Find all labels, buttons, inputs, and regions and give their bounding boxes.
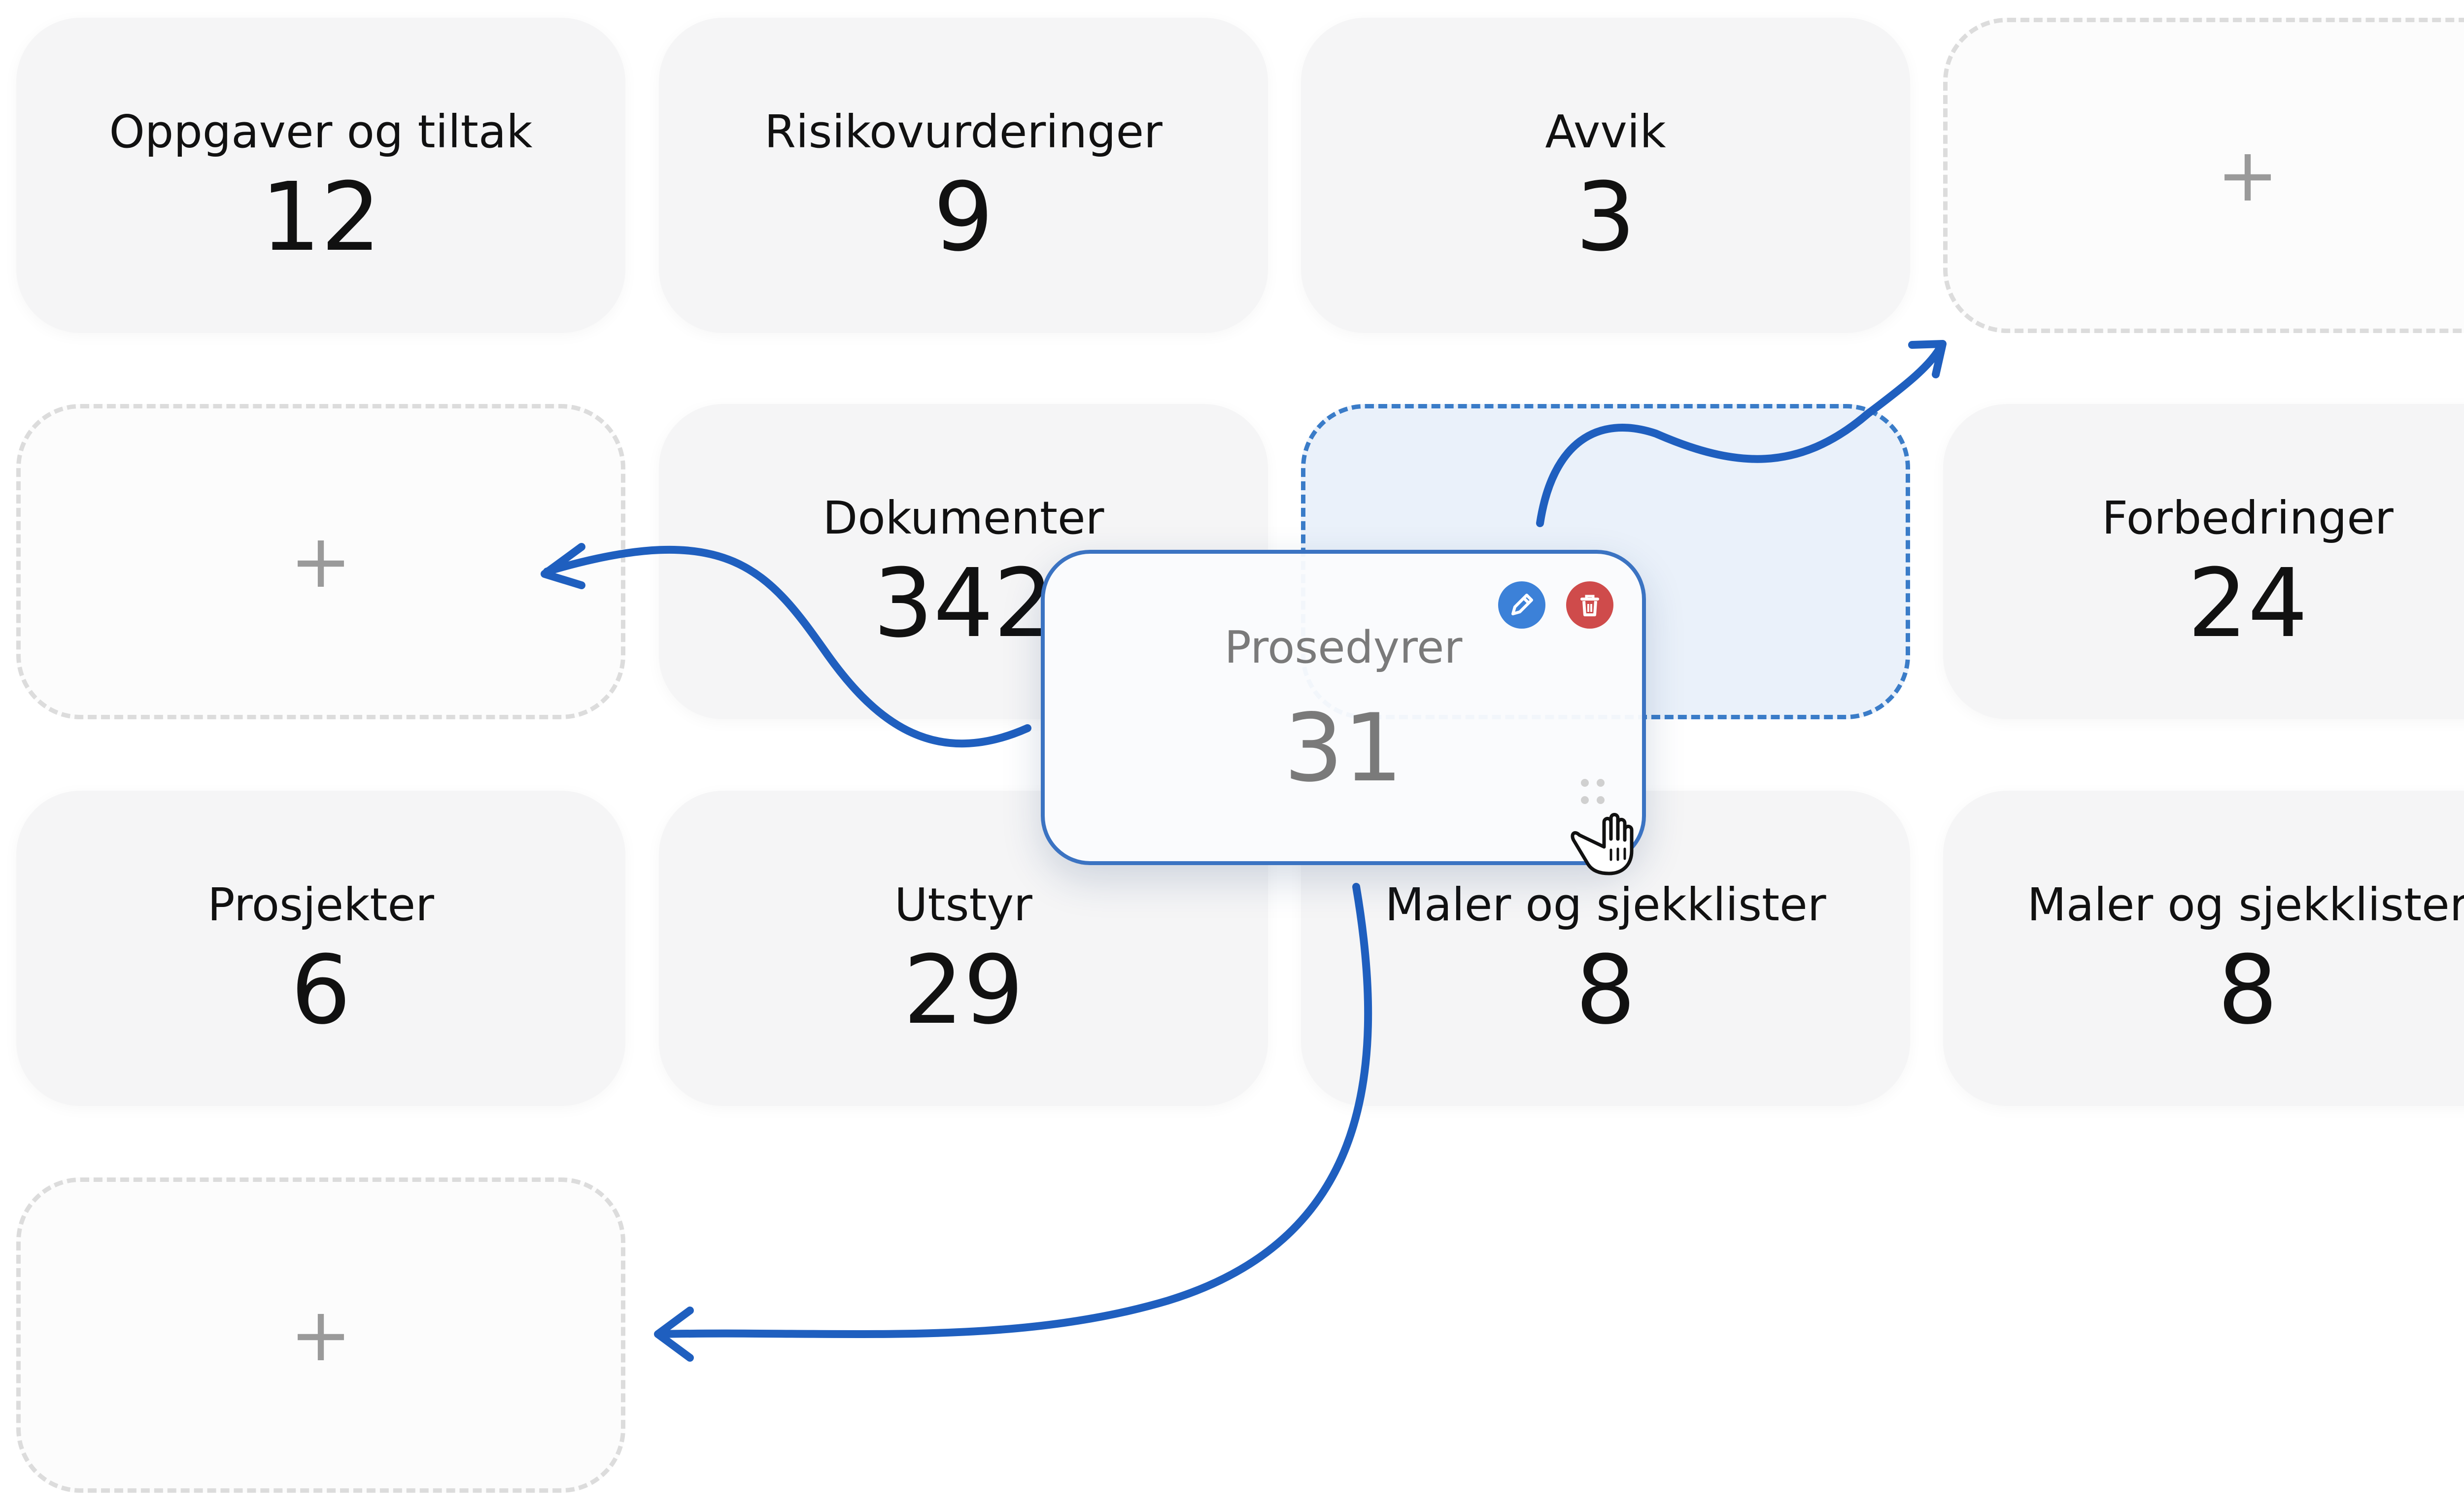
arrowhead (1908, 340, 1947, 378)
card-count: 8 (1575, 936, 1636, 1045)
empty-slot-add[interactable]: + (16, 404, 625, 719)
plus-icon: + (290, 519, 352, 604)
card-count: 24 (2187, 549, 2308, 659)
card-title: Dokumenter (822, 492, 1104, 544)
grab-hand-icon (1560, 796, 1643, 879)
card-count: 6 (290, 936, 351, 1045)
edit-button[interactable] (1498, 581, 1545, 629)
card-count: 3 (1575, 163, 1636, 272)
card-count: 9 (933, 163, 994, 272)
plus-icon: + (2217, 133, 2279, 218)
drag-handle-icon[interactable] (1576, 775, 1610, 810)
card-title: Prosedyrer (1224, 622, 1463, 673)
dragged-card-prosedyrer[interactable]: Prosedyrer 31 (1041, 550, 1646, 865)
arrowhead (654, 1307, 694, 1362)
empty-slot-add[interactable]: + (16, 1177, 625, 1493)
card-title: Maler og sjekklister (2027, 878, 2464, 931)
card-oppgaver-og-tiltak[interactable]: Oppgaver og tiltak 12 (16, 18, 625, 333)
card-prosjekter[interactable]: Prosjekter 6 (16, 791, 625, 1106)
trash-icon (1580, 595, 1599, 616)
card-risikovurderinger[interactable]: Risikovurderinger 9 (659, 18, 1268, 333)
card-title: Prosjekter (207, 878, 434, 931)
card-title: Oppgaver og tiltak (109, 105, 533, 158)
empty-slot-add[interactable]: + (1943, 18, 2464, 333)
card-avvik[interactable]: Avvik 3 (1301, 18, 1910, 333)
plus-icon: + (290, 1292, 352, 1378)
delete-button[interactable] (1566, 581, 1613, 629)
card-title: Forbedringer (2102, 492, 2394, 544)
card-title: Avvik (1545, 105, 1666, 158)
card-title: Maler og sjekklister (1385, 878, 1826, 931)
card-title: Utstyr (894, 878, 1032, 931)
card-count: 12 (260, 163, 381, 272)
card-count: 8 (2217, 936, 2278, 1045)
card-forbedringer[interactable]: Forbedringer 24 (1943, 404, 2464, 719)
card-title: Risikovurderinger (764, 105, 1163, 158)
card-count: 29 (903, 936, 1024, 1045)
card-maler-og-sjekklister[interactable]: Maler og sjekklister 8 (1943, 791, 2464, 1106)
pencil-icon (1511, 594, 1533, 615)
card-count: 31 (1284, 694, 1403, 803)
